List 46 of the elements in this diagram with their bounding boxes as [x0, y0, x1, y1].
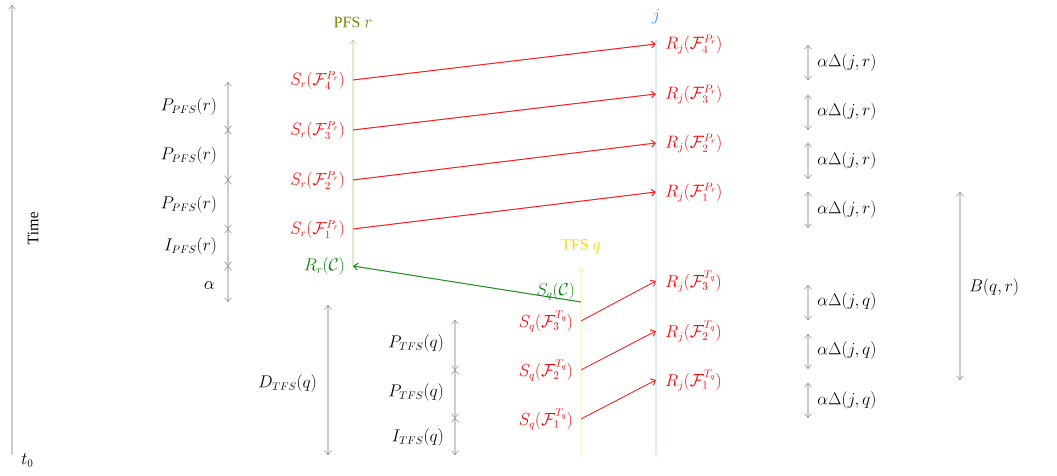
event-label: $R_j(\mathcal{F}_4^{P_r})$	[666, 34, 721, 54]
axis-label: $j$	[651, 8, 659, 24]
event-label: $R_j(\mathcal{F}_3^{P_r})$	[666, 84, 721, 104]
axis-label: $t_0$	[21, 453, 33, 467]
dimension-label: $\alpha\Delta(j,r)$	[817, 102, 875, 120]
arrow	[352, 139, 656, 181]
arrow	[580, 378, 656, 420]
dimension-label: $I_{TFS}(q)$	[392, 428, 443, 446]
dimension-label: $\alpha$	[204, 281, 215, 289]
dimension-label: $\alpha\Delta(j,q)$	[817, 292, 875, 310]
dimension-label: $I_{PFS}(r)$	[164, 237, 216, 255]
arrow	[353, 262, 582, 303]
dimension-label: $D_{TFS}(q)$	[258, 374, 316, 392]
event-label: $R_j(\mathcal{F}_1^{T_q})$	[666, 369, 720, 391]
event-label: $S_q(\mathcal{C})$	[537, 282, 574, 300]
dimension-label: $\alpha\Delta(j,q)$	[817, 391, 875, 409]
event-label: $S_q(\mathcal{F}_2^{T_q})$	[519, 359, 572, 381]
dimension-label: $\alpha\Delta(j,q)$	[817, 341, 875, 359]
arrow	[580, 279, 656, 322]
event-label: $S_r(\mathcal{F}_4^{P_r})$	[291, 70, 344, 90]
dimension-label: $B(q,r)$	[970, 278, 1018, 296]
axis-label: Time	[27, 211, 39, 245]
dimension-label: $P_{TFS}(q)$	[389, 383, 443, 401]
arrow	[352, 40, 656, 81]
arrow	[580, 329, 656, 371]
dimension-label: $\alpha\Delta(j,r)$	[817, 151, 875, 169]
event-label: $R_j(\mathcal{F}_2^{T_q})$	[666, 320, 720, 342]
dimension-label: $P_{TFS}(q)$	[389, 334, 443, 352]
event-label: $S_q(\mathcal{F}_3^{T_q})$	[519, 310, 572, 332]
event-label: $R_r(\mathcal{C})$	[304, 257, 344, 275]
dimension-label: $P_{PFS}(r)$	[161, 146, 216, 164]
event-label: $R_j(\mathcal{F}_3^{T_q})$	[666, 270, 720, 292]
event-label: $R_j(\mathcal{F}_1^{P_r})$	[666, 182, 721, 202]
event-label: $S_q(\mathcal{F}_1^{T_q})$	[519, 408, 572, 430]
dimension-label: $\alpha\Delta(j,r)$	[817, 200, 875, 218]
event-label: $S_r(\mathcal{F}_1^{P_r})$	[291, 219, 344, 239]
event-label: $S_r(\mathcal{F}_3^{P_r})$	[291, 120, 344, 140]
event-label: $R_j(\mathcal{F}_2^{P_r})$	[666, 133, 721, 153]
dimension-label: $P_{PFS}(r)$	[161, 195, 216, 213]
arrow	[352, 90, 656, 131]
arrow	[352, 188, 656, 230]
dimension-label: $P_{PFS}(r)$	[161, 97, 216, 115]
event-label: $S_r(\mathcal{F}_2^{P_r})$	[291, 170, 344, 190]
axis-label: $\mathrm{TFS}\ q$	[561, 239, 601, 253]
axis-label: $\mathrm{PFS}\ r$	[334, 16, 372, 28]
dimension-label: $\alpha\Delta(j,r)$	[817, 53, 875, 71]
